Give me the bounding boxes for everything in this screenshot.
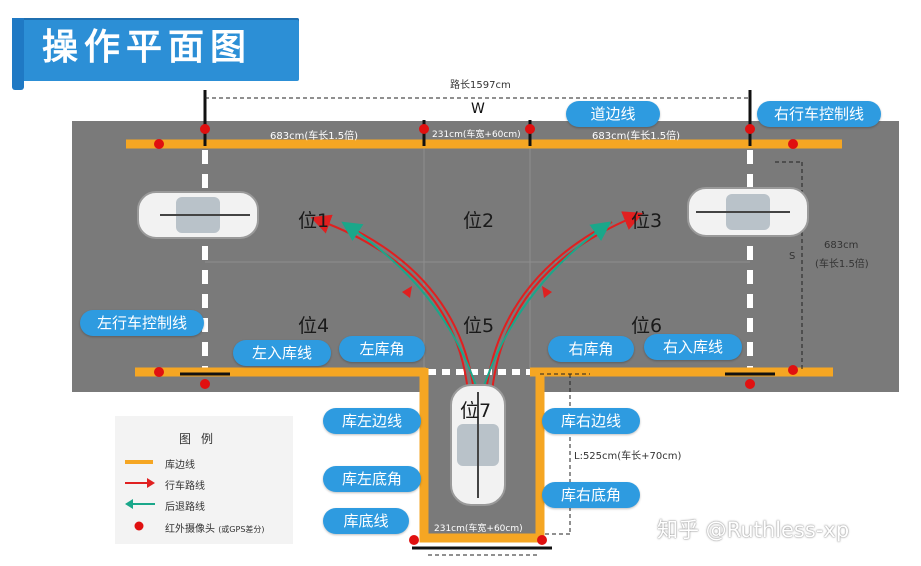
road-surface <box>72 121 899 392</box>
car-left <box>137 191 259 239</box>
watermark: 知乎 @Ruthless-xp <box>657 518 850 542</box>
tag-garage-right-bottom: 库右底角 <box>542 482 640 508</box>
right-depth-value: 683cm <box>824 240 859 251</box>
road-length-label: 路长1597cm <box>450 80 511 91</box>
car-garage <box>450 384 506 506</box>
legend-item-camera: 红外摄像头 (或GPS差分) <box>165 524 265 535</box>
edge-lines <box>126 139 842 543</box>
garage-length-label: L:525cm(车长+70cm) <box>574 451 682 462</box>
segment-mid-label: 231cm(车宽+60cm) <box>432 130 521 140</box>
legend-box: 图例 库边线 行车路线 后退路线 红外摄像头 (或GPS差分) <box>115 416 293 544</box>
tag-right-corner: 右库角 <box>548 336 634 362</box>
position-5-label: 位5 <box>463 315 495 337</box>
tag-garage-bottom: 库底线 <box>323 508 409 534</box>
red-arrow-icon <box>125 478 155 488</box>
position-3-label: 位3 <box>631 210 663 232</box>
camera-dots <box>154 124 798 545</box>
car-right <box>687 187 809 237</box>
legend-title: 图例 <box>179 432 224 446</box>
tag-right-entry: 右入库线 <box>644 334 742 360</box>
right-depth-note: (车长1.5倍) <box>815 259 869 270</box>
green-arrow-icon <box>125 499 155 509</box>
s-symbol: S <box>789 251 796 262</box>
w-symbol: W <box>471 101 485 117</box>
tag-left-entry: 左入库线 <box>233 340 331 366</box>
legend-symbols <box>125 460 155 531</box>
legend-item-reverse: 后退路线 <box>165 502 205 513</box>
position-4-label: 位4 <box>298 315 330 337</box>
legend-item-edge: 库边线 <box>165 460 195 471</box>
position-7-label: 位7 <box>460 400 492 422</box>
tag-left-corner: 左库角 <box>339 336 425 362</box>
title-accent <box>12 18 24 90</box>
segment-right-label: 683cm(车长1.5倍) <box>592 131 681 142</box>
title-bar <box>12 18 299 81</box>
red-dot-icon <box>134 521 144 531</box>
page-title: 操作平面图 <box>42 27 253 68</box>
position-2-label: 位2 <box>463 210 495 232</box>
position-6-label: 位6 <box>631 315 663 337</box>
tag-garage-left-bottom: 库左底角 <box>323 466 421 492</box>
tag-garage-left-edge: 库左边线 <box>323 408 421 434</box>
route-mid-arrows <box>402 286 552 298</box>
tag-garage-right-edge: 库右边线 <box>542 408 640 434</box>
legend-item-drive: 行车路线 <box>165 481 205 492</box>
tag-road-edge: 道边线 <box>566 101 660 127</box>
tag-left-control: 左行车控制线 <box>80 310 204 336</box>
grid-lines <box>205 144 750 372</box>
garage-width-label: 231cm(车宽+60cm) <box>434 524 523 534</box>
reverse-routes <box>341 221 612 393</box>
segment-left-label: 683cm(车长1.5倍) <box>270 131 359 142</box>
dashed-control-lines <box>202 150 753 370</box>
position-1-label: 位1 <box>298 210 330 232</box>
tag-right-control: 右行车控制线 <box>757 101 881 127</box>
